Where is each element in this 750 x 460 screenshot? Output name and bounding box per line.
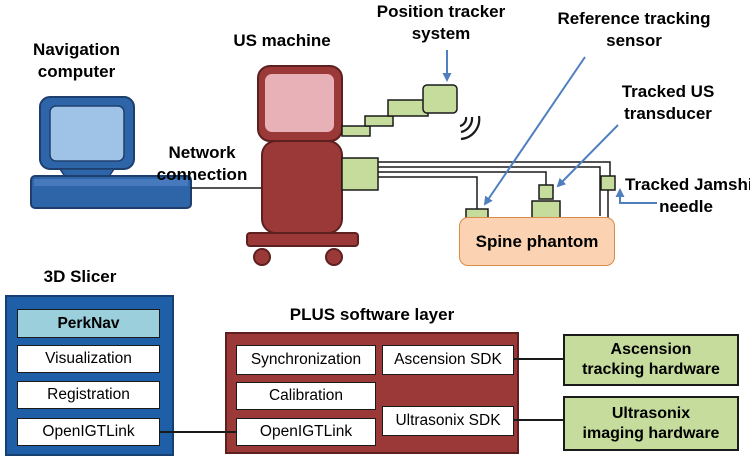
tracked-transducer-label-line2: transducer bbox=[624, 104, 712, 123]
tracked-transducer-label-line1: Tracked US bbox=[621, 82, 715, 101]
callout-arrows bbox=[442, 50, 657, 206]
reference-sensor-label: Reference tracking sensor bbox=[542, 8, 726, 52]
position-tracker-label: Position tracker system bbox=[367, 1, 515, 45]
network-connection-label-line2: connection bbox=[156, 165, 248, 184]
navigation-computer-label: Navigation computer bbox=[14, 39, 139, 83]
us-transducer-icon bbox=[531, 184, 561, 219]
position-tracker-icon bbox=[341, 84, 458, 137]
spine-phantom: Spine phantom bbox=[459, 217, 615, 266]
registration-module: Registration bbox=[17, 381, 160, 409]
ascension-hardware-line1: Ascension bbox=[610, 341, 692, 358]
visualization-module: Visualization bbox=[17, 345, 160, 373]
navigation-computer-icon bbox=[30, 96, 192, 209]
ascension-hardware-line2: tracking hardware bbox=[582, 361, 720, 378]
tracked-needle-label-line1: Tracked Jamshidi bbox=[625, 175, 750, 194]
ultrasonix-hardware-line1: Ultrasonix bbox=[611, 404, 691, 422]
network-connection-label-line1: Network bbox=[168, 143, 236, 162]
calibration-module: Calibration bbox=[236, 382, 376, 410]
plus-openigtlink-module: OpenIGTLink bbox=[236, 418, 376, 446]
position-tracker-label-line2: system bbox=[411, 24, 471, 43]
perknav-module: PerkNav bbox=[17, 309, 160, 338]
navigation-computer-label-line2: computer bbox=[37, 62, 116, 81]
plus-title: PLUS software layer bbox=[289, 305, 455, 324]
us-machine-icon bbox=[246, 65, 359, 266]
ascension-sdk-module: Ascension SDK bbox=[382, 345, 514, 375]
position-tracker-label-line1: Position tracker bbox=[376, 2, 506, 21]
network-connection-label: Network connection bbox=[149, 142, 255, 186]
jamshidi-needle-icon bbox=[600, 175, 616, 218]
tracked-needle-label: Tracked Jamshidi needle bbox=[625, 174, 750, 218]
signal-waves-icon bbox=[459, 115, 481, 141]
module-connectors bbox=[160, 358, 563, 433]
tracked-transducer-label: Tracked US transducer bbox=[606, 81, 730, 125]
slicer-title: 3D Slicer bbox=[43, 267, 117, 286]
tracked-needle-label-line2: needle bbox=[659, 197, 713, 216]
navigation-computer-label-line1: Navigation bbox=[33, 40, 120, 59]
ultrasonix-hardware-box: Ultrasonix imaging hardware bbox=[563, 396, 739, 451]
us-machine-label: US machine bbox=[233, 31, 331, 50]
synchronization-module: Synchronization bbox=[236, 345, 376, 375]
ascension-hardware-box: Ascension tracking hardware bbox=[563, 334, 739, 386]
ultrasonix-hardware-line2: imaging hardware bbox=[582, 424, 720, 442]
tracker-interface-cables bbox=[341, 157, 611, 216]
ultrasonix-sdk-module: Ultrasonix SDK bbox=[382, 406, 514, 436]
slicer-openigtlink-module: OpenIGTLink bbox=[17, 418, 160, 446]
reference-sensor-label-line1: Reference tracking bbox=[557, 9, 711, 28]
reference-sensor-label-line2: sensor bbox=[606, 31, 662, 50]
